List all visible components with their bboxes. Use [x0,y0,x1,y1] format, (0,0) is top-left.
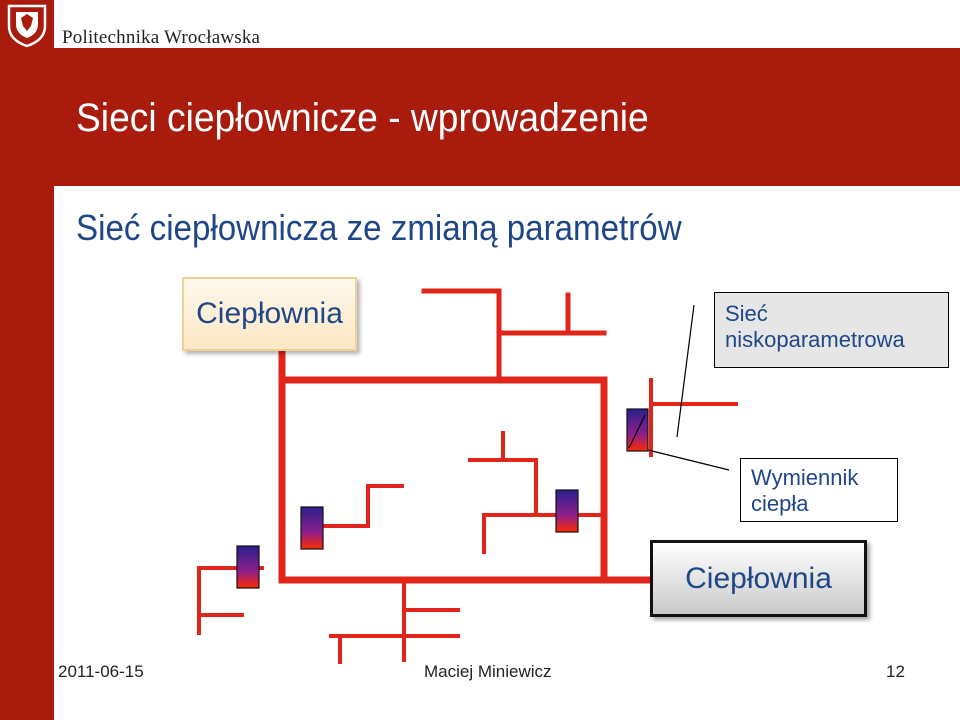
heating-plant-top: Ciepłownia [182,277,357,351]
university-name: Politechnika Wrocławska [62,27,261,48]
footer-date: 2011-06-15 [58,662,144,681]
upper-branch-pipe [421,288,502,381]
inner-branch-pipe-2 [482,513,538,554]
main-loop-top-pipe [278,376,608,584]
inner-branch-pipe-1 [468,458,606,517]
left-accent-bar [0,48,54,720]
heat-exchanger-3 [300,506,324,550]
callout-line: Sieć [725,301,768,326]
page-number: 12 [886,662,905,681]
header: Politechnika Wrocławska [0,0,960,48]
network-callout-pointer [676,304,695,438]
exchanger-callout-pointer [647,449,730,471]
exchanger-marker-line [628,414,646,449]
heat-exchanger-4 [236,545,260,589]
callout-line: niskoparametrowa [725,327,905,352]
title-band [54,48,960,186]
inner-branch-pipe-3 [366,484,404,528]
slide-subtitle: Sieć ciepłownicza ze zmianą parametrów [76,207,682,248]
footer-author: Maciej Miniewicz [424,662,552,681]
heat-exchanger-2 [555,489,579,533]
heat-exchanger-callout: Wymiennik ciepła [740,458,898,522]
slide-title: Sieci ciepłownicze - wprowadzenie [76,96,649,140]
low-parameter-network-callout: Sieć niskoparametrowa [714,292,949,368]
callout-line: Wymiennik [751,465,859,490]
university-logo [0,0,54,48]
heating-plant-bottom: Ciepłownia [650,540,867,617]
main-loop-pipe [278,348,654,584]
callout-line: ciepła [751,491,809,516]
